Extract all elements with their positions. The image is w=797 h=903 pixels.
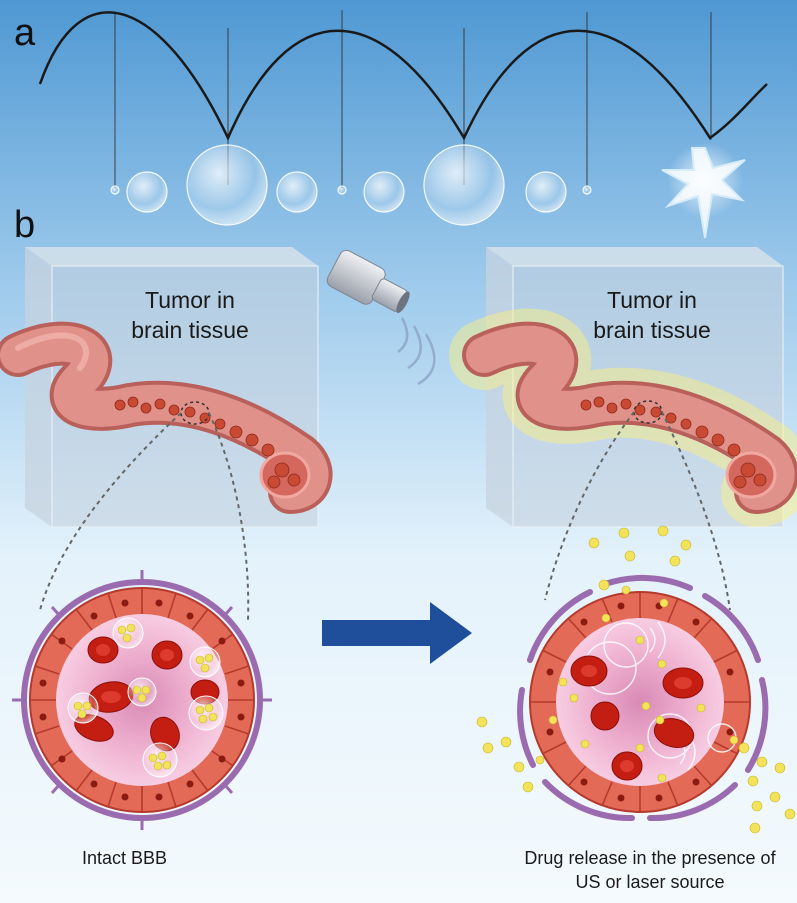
bubble-icon (186, 144, 268, 226)
ultrasound-transducer-icon (326, 249, 436, 386)
caption-drug-release-line1: Drug release in the presence of (524, 848, 776, 868)
bubble-icon (126, 171, 168, 213)
intact-bbb-cross-section (12, 570, 272, 830)
right-arrow-icon (322, 602, 472, 664)
right-box-title-line2: brain tissue (593, 317, 711, 343)
right-vessel-rbc-cluster (580, 396, 767, 489)
drug-release-cross-section (476, 525, 796, 834)
bubble-icon (525, 171, 567, 213)
bubble-icon (363, 171, 405, 213)
caption-drug-release-line2: US or laser source (575, 872, 724, 892)
right-zoom-lines (544, 411, 731, 611)
left-box-title-line2: brain tissue (131, 317, 249, 343)
microbubbles (110, 144, 592, 226)
bubble-icon (337, 185, 347, 195)
wave-strings (114, 10, 712, 188)
starburst-icon (661, 142, 746, 239)
bubble-icon (423, 144, 505, 226)
bubble-icon (110, 185, 120, 195)
bubble-icon (276, 171, 318, 213)
bubble-icon (582, 185, 592, 195)
right-box-title-line1: Tumor in (607, 287, 697, 313)
sine-wave-icon (38, 11, 768, 142)
left-zoom-lines (39, 412, 250, 621)
caption-intact-bbb: Intact BBB (82, 848, 167, 868)
panel-label-b: b (14, 204, 35, 246)
released-nanoparticles (476, 525, 796, 834)
panel-label-a: a (14, 12, 36, 54)
left-box-title-line1: Tumor in (145, 287, 235, 313)
left-vessel-rbc-cluster (114, 396, 301, 489)
